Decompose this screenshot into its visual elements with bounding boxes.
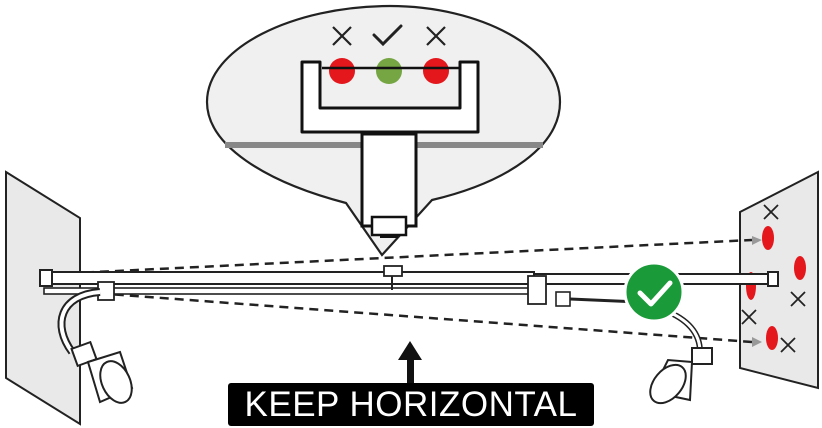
check-circle-icon bbox=[623, 261, 685, 323]
cross-icon bbox=[780, 337, 796, 353]
wrong-position-dot-left bbox=[329, 58, 355, 84]
left-shower-head bbox=[57, 288, 134, 404]
tilt-guide-lines bbox=[54, 236, 762, 347]
wrong-position-dot-right bbox=[423, 58, 449, 84]
mount-bracket bbox=[300, 60, 480, 134]
check-icon bbox=[372, 24, 403, 47]
right-shower-head bbox=[649, 307, 713, 405]
cross-icon bbox=[763, 204, 779, 220]
mount-stem bbox=[360, 132, 418, 228]
rod-bracket bbox=[97, 281, 115, 301]
wrong-mount-spot bbox=[794, 256, 806, 280]
cross-icon bbox=[332, 26, 352, 46]
correct-position-dot bbox=[376, 58, 402, 84]
cross-icon bbox=[426, 26, 446, 46]
up-arrow-icon bbox=[398, 341, 422, 384]
cross-icon bbox=[790, 291, 806, 307]
rod-bracket bbox=[527, 275, 547, 305]
wrong-mount-spot bbox=[762, 226, 774, 250]
caption-text: KEEP HORIZONTAL bbox=[244, 384, 578, 424]
cross-icon bbox=[741, 309, 757, 325]
wrong-mount-spot bbox=[766, 326, 778, 350]
caption-banner: KEEP HORIZONTAL bbox=[228, 383, 594, 426]
left-wall bbox=[5, 170, 81, 426]
zoom-callout bbox=[205, 4, 562, 257]
